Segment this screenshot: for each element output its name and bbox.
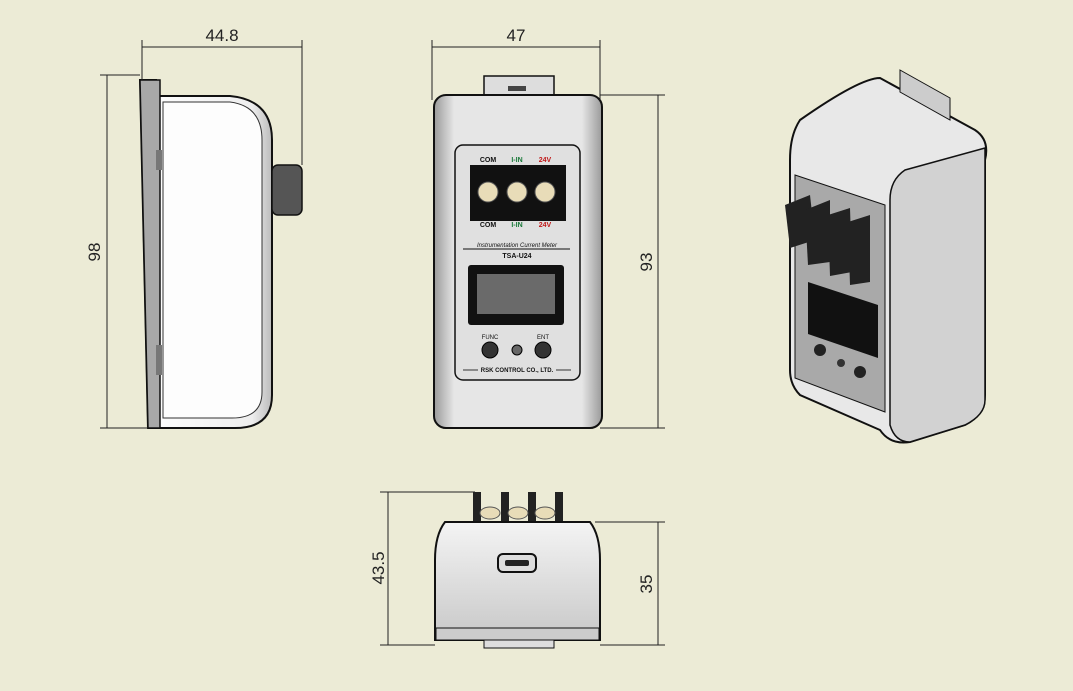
side-view: [138, 79, 303, 429]
isometric-view: [785, 69, 988, 444]
dim-bottom-total-height: 43.5: [369, 551, 388, 584]
manufacturer-label: RSK CONTROL CO., LTD.: [481, 368, 554, 374]
dimension-lines: [100, 40, 665, 646]
dim-front-height: 93: [637, 253, 656, 272]
dim-bottom-body-height: 35: [637, 575, 656, 594]
front-view: COM I-IN 24V COM I-IN 24V Instrumentatio…: [433, 75, 603, 429]
status-led: [511, 344, 523, 356]
terminal-label-24v-top: 24V: [539, 157, 552, 164]
terminal-label-com-top: COM: [480, 157, 497, 164]
model-number: TSA-U24: [502, 253, 531, 260]
terminal-label-24v-bottom: 24V: [539, 222, 552, 229]
func-button[interactable]: [481, 341, 499, 359]
dim-side-width: 44.8: [205, 26, 238, 45]
ent-button[interactable]: [534, 341, 552, 359]
ent-label: ENT: [537, 335, 549, 341]
terminal-label-iin-top: I-IN: [511, 157, 522, 164]
func-label: FUNC: [482, 335, 499, 341]
terminal-screws: [477, 181, 556, 203]
dim-front-width: 47: [507, 26, 526, 45]
terminal-label-iin-bottom: I-IN: [511, 222, 522, 229]
terminal-label-com-bottom: COM: [480, 222, 497, 229]
bottom-view: [434, 492, 601, 649]
dim-side-height: 98: [85, 243, 104, 262]
product-name: Instrumentation Current Meter: [477, 243, 558, 249]
